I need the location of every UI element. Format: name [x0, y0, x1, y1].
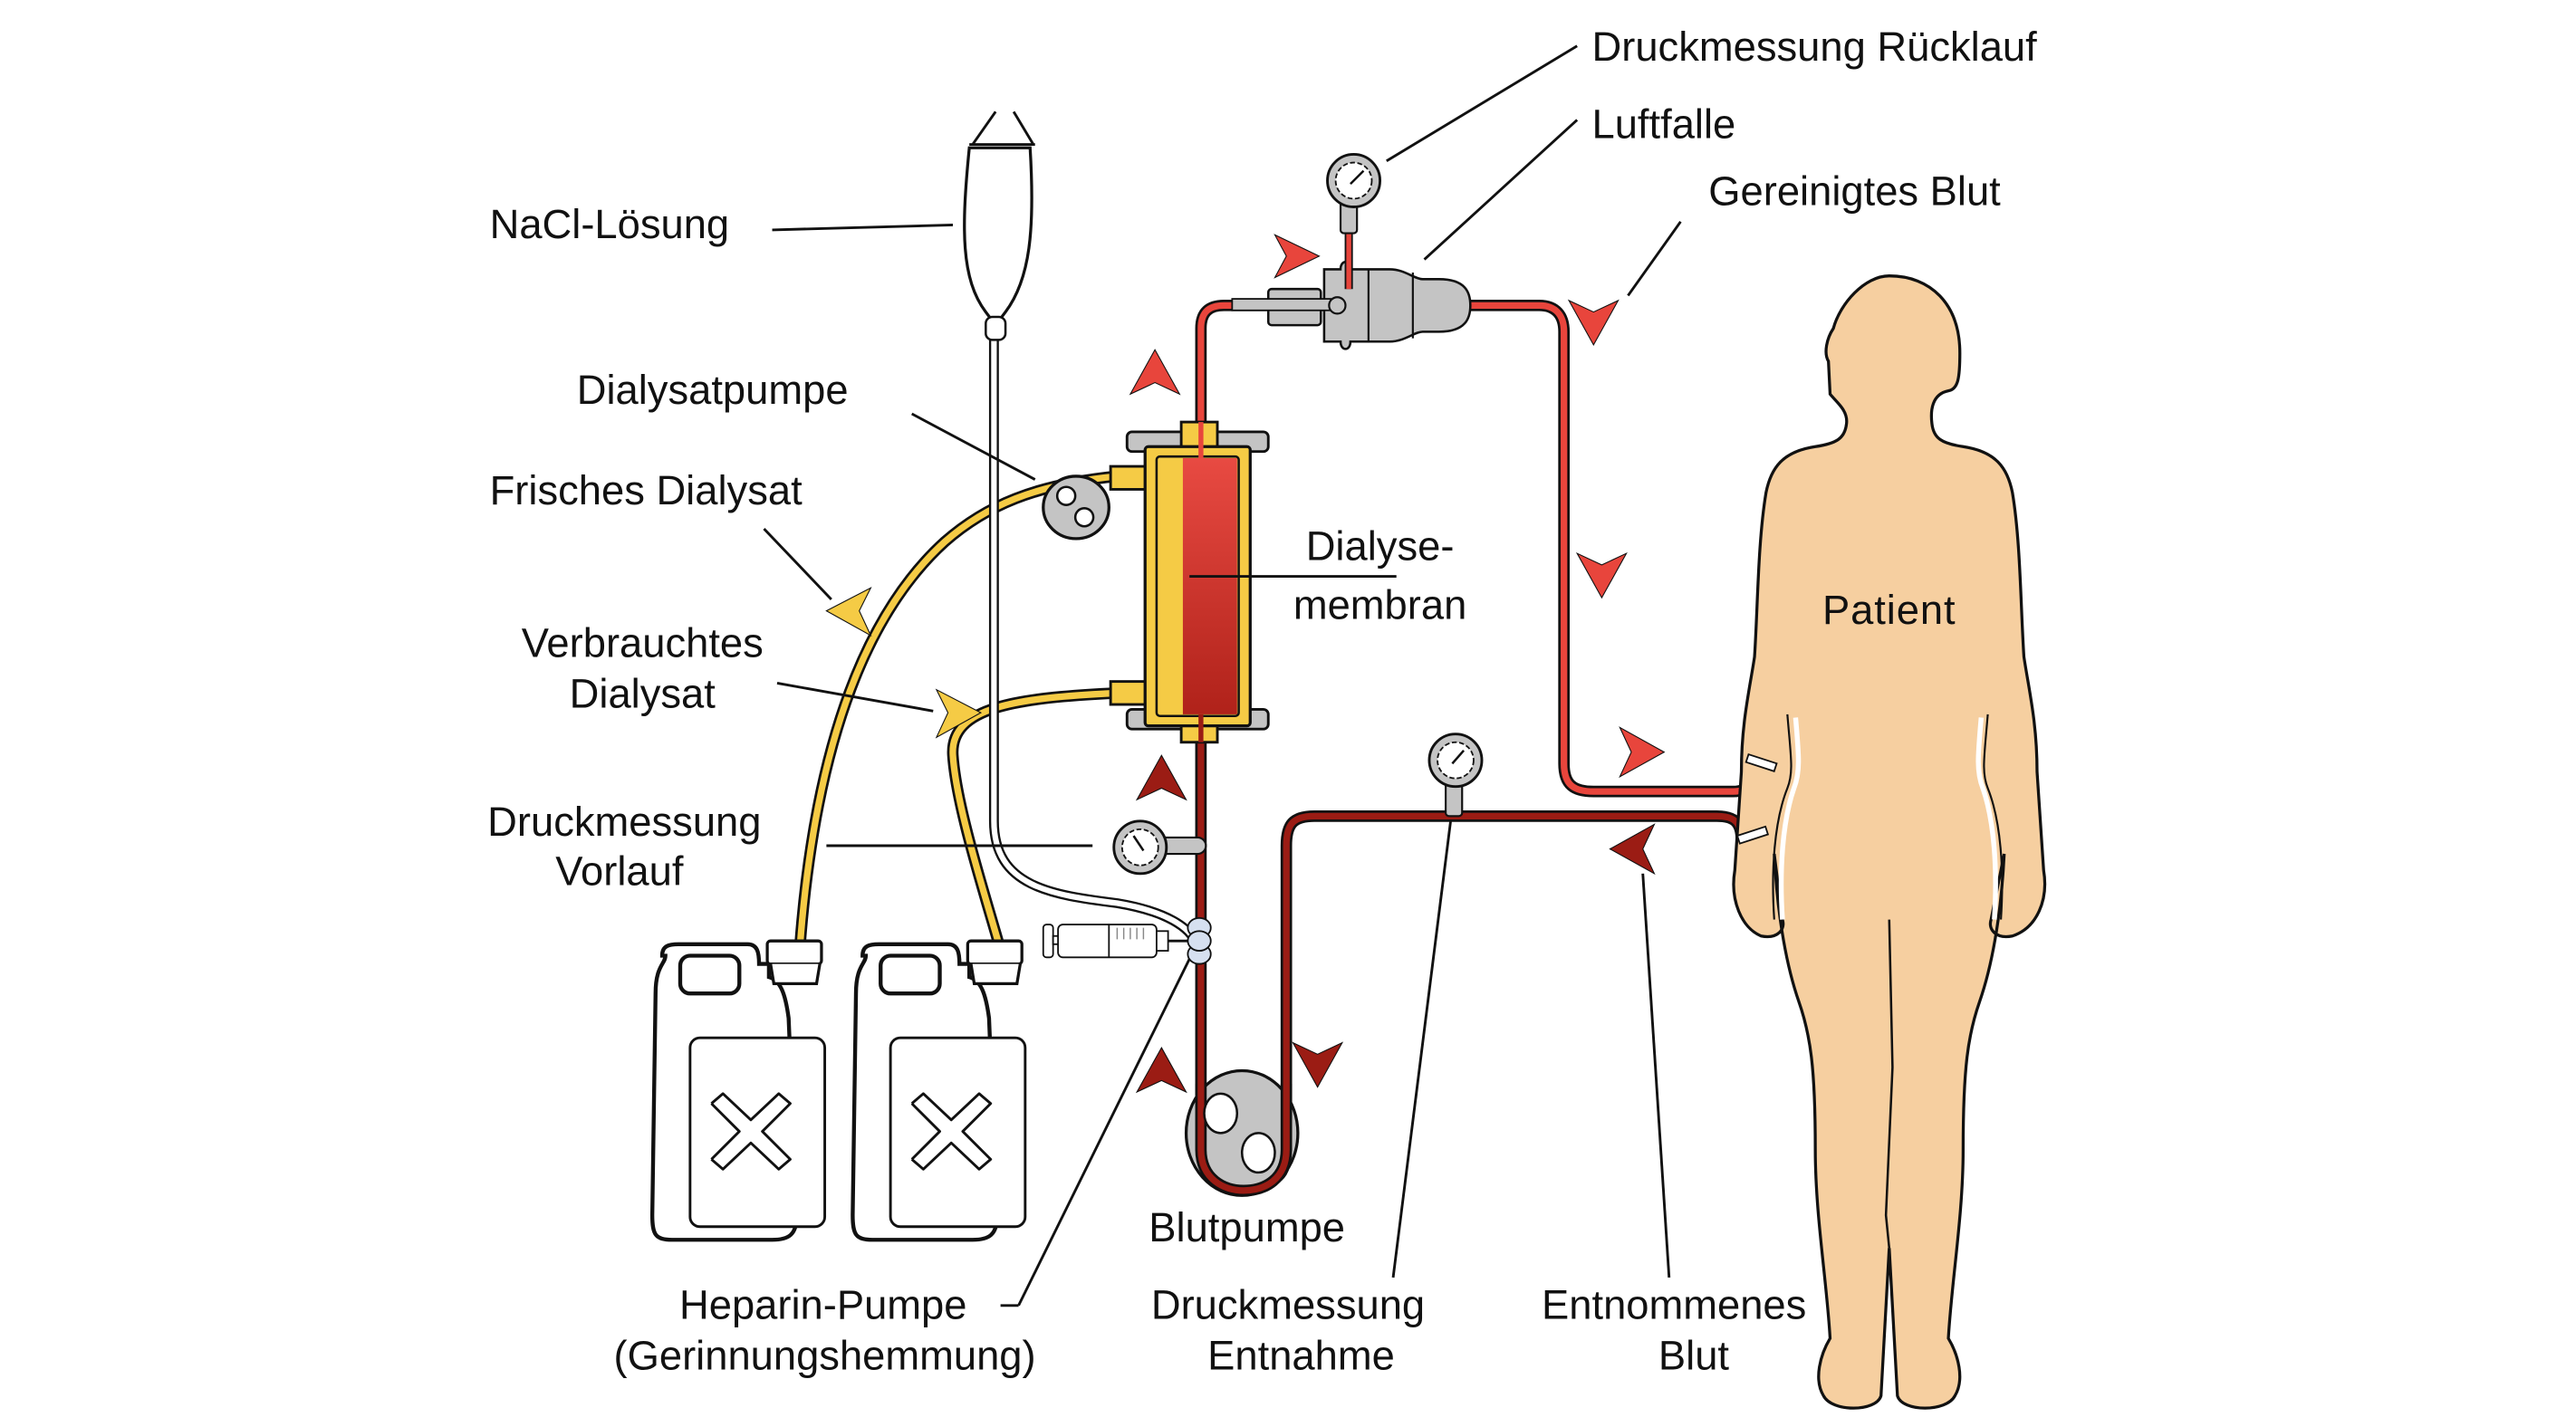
label-druckmessung-ruecklauf: Druckmessung Rücklauf — [1592, 24, 2038, 70]
dialysate-pump — [1042, 474, 1110, 541]
used-dialysate-tube — [947, 686, 1118, 946]
dialysate-tubes — [794, 470, 1119, 946]
label-verbrauchtes-dialysat-line2: Dialysat — [570, 671, 716, 717]
nacl-bag — [963, 110, 1035, 341]
triangle-arrow-icon — [1609, 823, 1656, 876]
gauge-icon — [1326, 153, 1382, 290]
triangle-arrow-icon — [1129, 349, 1181, 396]
canister-icon — [649, 939, 827, 1242]
triangle-arrow-icon — [1575, 551, 1628, 599]
triangle-arrow-icon — [1135, 754, 1187, 801]
triangle-arrow-icon — [1619, 726, 1666, 779]
label-druckmessung-entnahme: Druckmessung — [1151, 1281, 1425, 1327]
label-dialysemembran: Dialyse- — [1306, 522, 1455, 569]
label-druckmessung-entnahme-line2: Entnahme — [1207, 1333, 1395, 1379]
blood-pump — [1184, 1068, 1300, 1197]
triangle-arrow-icon — [1292, 1041, 1344, 1088]
nacl-line — [988, 336, 1201, 946]
label-gereinigtes-blut: Gereinigtes Blut — [1708, 168, 2001, 215]
patient-figure: Patient — [1732, 274, 2046, 1410]
labels: Druckmessung Rücklauf Luftfalle Gereinig… — [487, 24, 2037, 1378]
triangle-arrow-icon — [1135, 1046, 1187, 1094]
label-druckmessung-vorlauf: Druckmessung — [487, 799, 761, 845]
air-trap — [1231, 261, 1472, 350]
label-dialysatpumpe: Dialysatpumpe — [577, 367, 849, 413]
label-verbrauchtes-dialysat: Verbrauchtes — [522, 619, 764, 666]
leader-lines — [763, 44, 1682, 1307]
return-line — [1195, 299, 1767, 798]
triangle-arrow-icon — [935, 688, 983, 739]
gauge-icon — [1427, 733, 1484, 818]
gauge-icon — [1112, 819, 1207, 876]
label-druckmessung-vorlauf-line2: Vorlauf — [555, 848, 684, 895]
triangle-arrow-icon — [825, 587, 872, 637]
dialysis-membrane-blood-side — [1182, 457, 1237, 714]
triangle-arrow-icon — [1567, 299, 1620, 346]
label-dialysemembran-line2: membran — [1293, 582, 1466, 628]
label-heparin-pumpe: Heparin-Pumpe — [679, 1281, 966, 1327]
label-heparin-pumpe-line2: (Gerinnungshemmung) — [614, 1333, 1036, 1379]
label-luftfalle: Luftfalle — [1592, 101, 1736, 147]
label-entnommenes-blut-line2: Blut — [1658, 1333, 1730, 1379]
label-frisches-dialysat: Frisches Dialysat — [490, 467, 803, 513]
triangle-arrow-icon — [1274, 234, 1321, 279]
flow-arrows — [825, 234, 1666, 1094]
label-patient: Patient — [1822, 587, 1956, 633]
label-entnommenes-blut: Entnommenes — [1542, 1281, 1806, 1327]
heparin-syringe — [1042, 916, 1212, 965]
dialyzer — [1109, 420, 1270, 744]
canister-icon — [851, 939, 1027, 1242]
label-nacl-loesung: NaCl-Lösung — [490, 201, 730, 247]
label-blutpumpe: Blutpumpe — [1149, 1204, 1345, 1250]
